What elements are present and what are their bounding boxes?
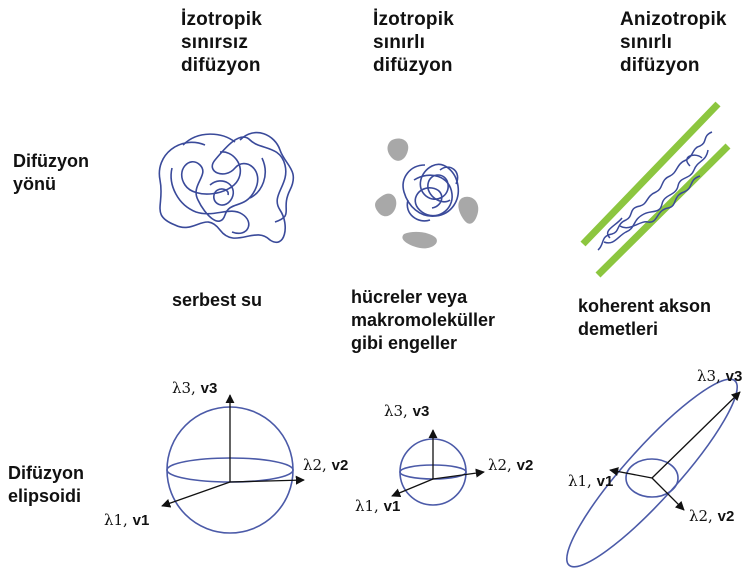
random-walk-free <box>158 131 295 243</box>
row-label-diffusion-ellipsoid: Difüzyon elipsoidi <box>8 463 84 506</box>
row-label-diffusion-direction: Difüzyon yönü <box>13 151 89 194</box>
axis-label-v1-small: λ1, v1 <box>355 497 401 515</box>
caption-obstacles: hücreler veya makromoleküller gibi engel… <box>351 287 496 353</box>
ellipsoid-elongated <box>566 378 741 568</box>
axis-label-v2-elongated: λ2, v2 <box>689 507 735 525</box>
axis-label-v1-elongated: λ1, v1 <box>568 472 614 490</box>
axis-label-v2-small: λ2, v2 <box>488 456 534 474</box>
column-header-anisotropic-restricted: Anizotropik sınırlı difüzyon <box>620 9 727 76</box>
axis-label-v3-large: λ3, v3 <box>172 379 218 397</box>
column-header-isotropic-restricted: İzotropik sınırlı difüzyon <box>373 9 454 76</box>
ellipsoid-sphere-large <box>161 394 305 534</box>
random-walk-anisotropic <box>597 131 713 251</box>
axis-label-v1-large: λ1, v1 <box>104 511 150 529</box>
caption-free-water: serbest su <box>172 290 263 310</box>
random-walk-restricted <box>402 163 460 222</box>
axis-label-v2-large: λ2, v2 <box>303 456 349 474</box>
caption-axon-bundles: koherent akson demetleri <box>578 296 712 339</box>
axis-label-v3-small: λ3, v3 <box>384 402 430 420</box>
ellipsoid-sphere-small <box>391 429 485 506</box>
obstacles <box>375 138 479 249</box>
axon-walls <box>580 101 731 278</box>
axis-label-v3-elongated: λ3, v3 <box>697 367 743 385</box>
column-header-isotropic-free: İzotropik sınırsız difüzyon <box>181 9 262 76</box>
